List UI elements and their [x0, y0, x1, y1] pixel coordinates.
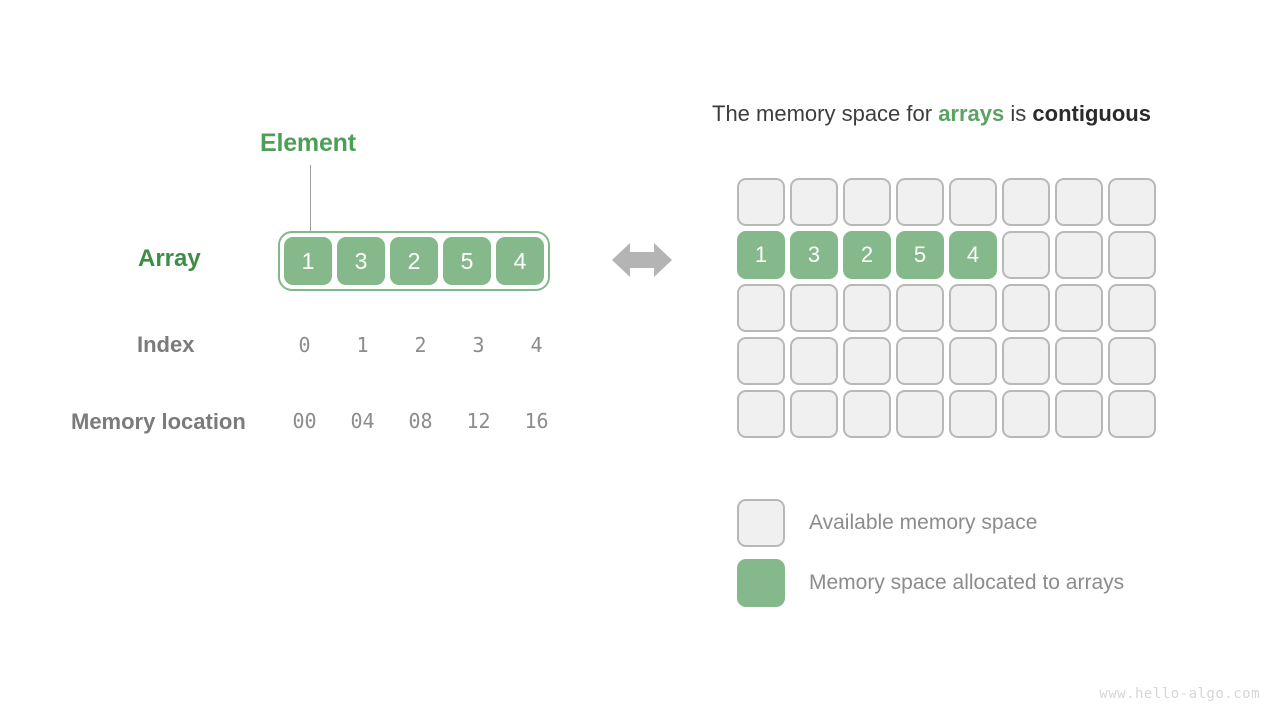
index-value: 4 — [530, 333, 543, 357]
watermark: www.hello-algo.com — [1099, 686, 1260, 702]
memory-cell-allocated: 1 — [737, 231, 785, 279]
memory-cell-available — [843, 284, 891, 332]
memory-cell-available — [1002, 231, 1050, 279]
memory-cell-available — [949, 337, 997, 385]
memory-cell-allocated: 4 — [949, 231, 997, 279]
array-cell: 1 — [284, 237, 332, 285]
array-container: 1 3 2 5 4 — [278, 231, 550, 291]
element-leader-line — [310, 165, 311, 241]
legend-label-allocated: Memory space allocated to arrays — [809, 571, 1125, 594]
memory-cell-available — [1002, 284, 1050, 332]
memory-cell-available — [790, 284, 838, 332]
legend-item-available: Available memory space — [737, 493, 1124, 553]
memory-cell-available — [1002, 178, 1050, 226]
memory-cell-available — [1002, 390, 1050, 438]
memory-cell-available — [843, 337, 891, 385]
index-value: 2 — [414, 333, 427, 357]
memory-cell-available — [1055, 284, 1103, 332]
memory-cell-available — [790, 178, 838, 226]
legend-swatch-available-icon — [737, 499, 785, 547]
memory-address-value: 12 — [466, 409, 491, 433]
memory-cell-available — [896, 390, 944, 438]
memory-cell-available — [1108, 178, 1156, 226]
index-value: 1 — [356, 333, 369, 357]
element-callout-label: Element — [260, 129, 356, 157]
memory-heading-keyword-arrays: arrays — [938, 101, 1005, 126]
memory-cell-available — [843, 178, 891, 226]
memory-cell-available — [737, 178, 785, 226]
memory-heading-part1: The memory space for — [712, 101, 939, 126]
index-values-row: 0 1 2 3 4 — [278, 333, 563, 357]
legend-item-allocated: Memory space allocated to arrays — [737, 553, 1124, 613]
memory-cell-available — [896, 178, 944, 226]
array-abstraction-panel: Element Array Index Memory location 1 3 … — [0, 0, 600, 720]
index-value: 0 — [298, 333, 311, 357]
memory-address-value: 00 — [292, 409, 317, 433]
memory-cell-allocated: 3 — [790, 231, 838, 279]
memory-cell-available — [737, 390, 785, 438]
array-row-label: Array — [138, 245, 201, 272]
memory-cell-available — [1108, 390, 1156, 438]
memory-cell-available — [1055, 390, 1103, 438]
memory-heading: The memory space for arrays is contiguou… — [712, 101, 1151, 127]
memory-heading-part2: is — [1004, 101, 1033, 126]
memory-cell-available — [1002, 337, 1050, 385]
legend-swatch-allocated-icon — [737, 559, 785, 607]
memory-location-row-label: Memory location — [71, 409, 246, 434]
memory-cell-available — [737, 284, 785, 332]
array-cell: 4 — [496, 237, 544, 285]
memory-cell-available — [1055, 231, 1103, 279]
index-value: 3 — [472, 333, 485, 357]
memory-cell-available — [1108, 231, 1156, 279]
memory-cell-allocated: 2 — [843, 231, 891, 279]
memory-address-values-row: 00 04 08 12 16 — [278, 409, 563, 433]
memory-heading-keyword-contiguous: contiguous — [1032, 101, 1151, 126]
array-cell: 3 — [337, 237, 385, 285]
memory-address-value: 04 — [350, 409, 375, 433]
memory-layout-panel: The memory space for arrays is contiguou… — [600, 0, 1280, 720]
memory-cell-available — [896, 337, 944, 385]
memory-cell-available — [1108, 337, 1156, 385]
legend-label-available: Available memory space — [809, 511, 1038, 534]
memory-address-value: 16 — [524, 409, 549, 433]
memory-cell-available — [1108, 284, 1156, 332]
memory-cell-allocated: 5 — [896, 231, 944, 279]
memory-address-value: 08 — [408, 409, 433, 433]
array-cell: 5 — [443, 237, 491, 285]
memory-cell-available — [790, 337, 838, 385]
memory-cell-available — [790, 390, 838, 438]
memory-cell-available — [1055, 178, 1103, 226]
memory-cell-available — [737, 337, 785, 385]
index-row-label: Index — [137, 332, 195, 357]
legend: Available memory space Memory space allo… — [737, 493, 1124, 613]
memory-cell-available — [949, 178, 997, 226]
double-arrow-horizontal-icon — [612, 243, 672, 277]
memory-cell-available — [896, 284, 944, 332]
memory-cell-available — [843, 390, 891, 438]
array-cell: 2 — [390, 237, 438, 285]
memory-cell-available — [949, 390, 997, 438]
memory-cell-available — [1055, 337, 1103, 385]
memory-cell-available — [949, 284, 997, 332]
